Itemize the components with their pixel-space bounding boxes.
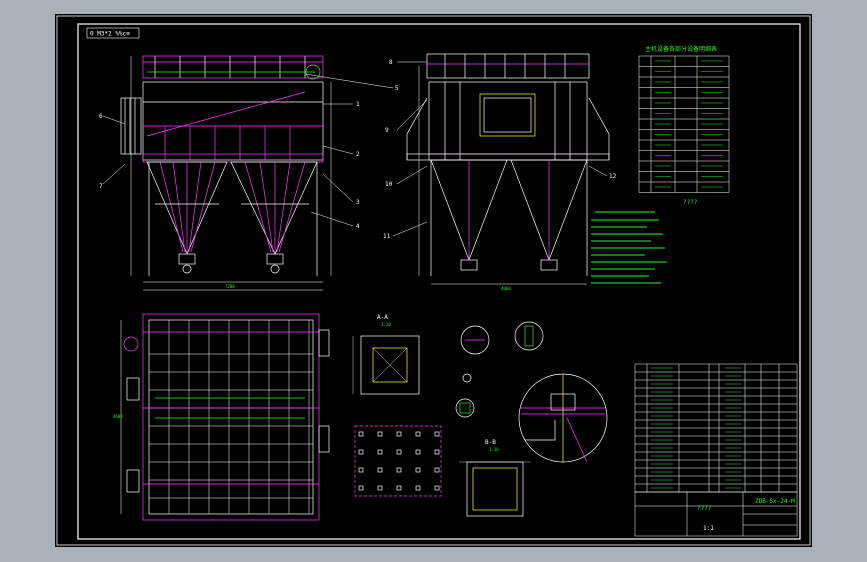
bolt-hole [358,431,364,437]
side-callouts [392,61,608,237]
callout-4: 4 [356,223,360,230]
bolt-hole [377,467,383,473]
bolt-hole [377,485,383,491]
drawing-sheet: 0 M3*2 %%c≡ [55,14,812,547]
callout-9: 9 [385,127,389,134]
callout-3: 3 [356,199,360,206]
bolt-hole [415,485,421,491]
title-block-drawing-no: ???? [697,505,712,512]
callout-5: 5 [395,85,399,92]
stamp-box: 0 M3*2 %%c≡ [86,27,140,39]
callout-10: 10 [385,181,393,188]
callout-12: 12 [609,173,617,180]
callout-2: 2 [356,151,360,158]
bolt-hole [358,485,364,491]
plan-view [120,313,330,521]
bolt-hole [396,449,402,455]
callout-8: 8 [389,59,393,66]
title-block [634,491,798,537]
inner-frame [77,23,801,540]
bolt-hole [377,431,383,437]
detail-section-b: B-B 1:10 [459,439,531,517]
bolt-hole [434,431,440,437]
bolt-hole [434,485,440,491]
section-a-label: A-A [377,314,388,321]
callout-1: 1 [356,101,360,108]
title-block-scale: 1:1 [703,525,714,532]
bolt-hole [434,449,440,455]
front-width-dim: 7200 [225,284,235,289]
callout-11: 11 [383,233,391,240]
bolt-hole [415,467,421,473]
parts-table-footer: ???? [683,199,698,206]
title-block-code: ZDB-5x-24-M [755,498,795,505]
parts-table-title: 主机设备各部分设备明细表 [645,45,717,53]
detail-circles [455,321,608,463]
detail-bolt-pattern [354,425,442,497]
front-elevation [120,55,332,291]
bolt-hole [358,449,364,455]
bolt-hole [415,431,421,437]
parts-table: 主机设备各部分设备明细表 ???? [638,45,730,206]
bolt-hole [415,449,421,455]
side-elevation [406,53,610,285]
bolt-hole [396,485,402,491]
side-width-dim: 4060 [501,286,511,291]
bolt-hole [396,431,402,437]
plan-depth-dim: 4600 [113,414,123,419]
bolt-hole [358,467,364,473]
outer-frame [56,15,811,546]
callout-7: 7 [99,183,103,190]
stamp-text: 0 M3*2 %%c≡ [90,31,130,38]
section-b-scale: 1:10 [489,447,499,452]
detail-section-a: A-A 1:10 [352,314,420,395]
bolt-hole [396,467,402,473]
front-callouts [102,73,394,227]
bolt-hole [377,449,383,455]
callout-6: 6 [99,113,103,120]
section-a-scale: 1:10 [381,322,391,327]
technical-notes [591,211,667,284]
bom-table [634,363,798,493]
section-b-label: B-B [485,439,496,446]
bolt-hole [434,467,440,473]
